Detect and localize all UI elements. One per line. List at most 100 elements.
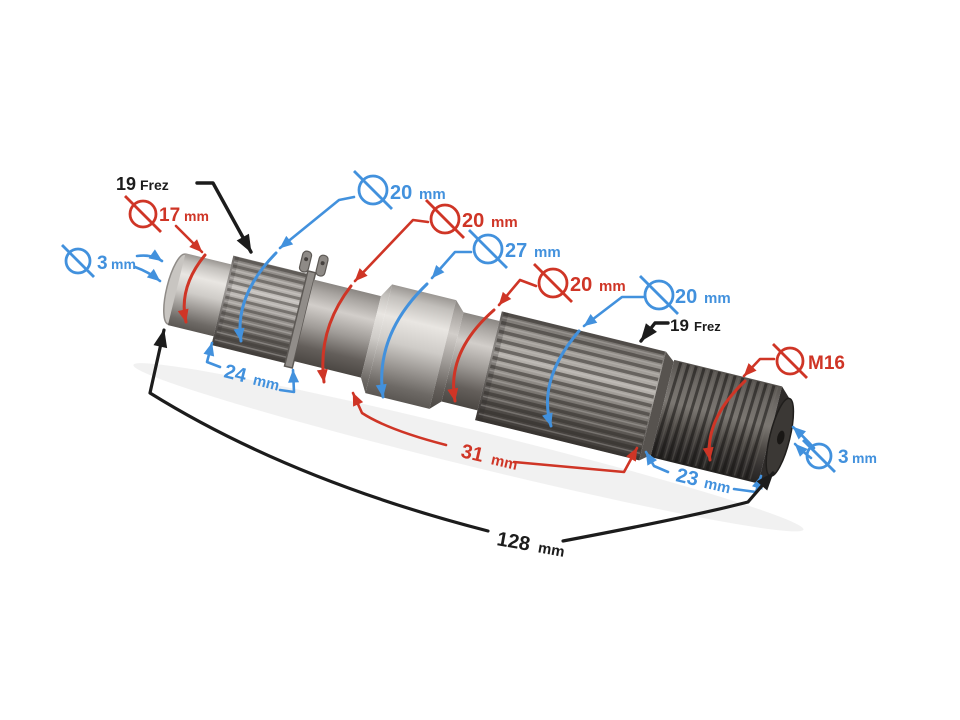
- dim-unit: mm: [184, 208, 209, 224]
- diameter-arc: [316, 284, 353, 384]
- dim-value: 23: [674, 464, 701, 490]
- dim-line-right: [512, 446, 639, 474]
- diameter-arc: [375, 282, 429, 399]
- dim-unit: mm: [537, 539, 566, 560]
- diameter-icon: [357, 174, 389, 206]
- leader-line: [497, 278, 538, 307]
- shaft-shadow: [133, 363, 804, 532]
- leader-line: [174, 224, 204, 254]
- dim-dia27: 27 mm: [375, 229, 561, 399]
- dim-unit: mm: [534, 244, 561, 261]
- dim-value: 17: [159, 205, 180, 226]
- spline-teeth-shading: [213, 256, 309, 363]
- dim-value: 128: [495, 528, 532, 555]
- leader-line: [793, 442, 813, 460]
- leader-line: [353, 218, 430, 283]
- dim-bracket-left: [644, 450, 670, 474]
- section-thread-m16: [650, 359, 795, 484]
- dim-unit: mm: [251, 372, 281, 395]
- leader-line: [582, 295, 646, 328]
- diameter-icon-slash: [425, 199, 465, 239]
- dim-len23: 23 mm: [644, 450, 763, 498]
- diameter-icon: [128, 199, 158, 229]
- dim-value: 20: [462, 210, 484, 232]
- dim-value: 20: [390, 182, 412, 204]
- section-shaft-20-right: [441, 312, 500, 411]
- dim-m16: M16: [702, 343, 845, 462]
- diameter-arc: [702, 379, 747, 462]
- dim-line-left: [148, 328, 490, 533]
- diameter-arc: [542, 329, 581, 428]
- leader-line: [742, 357, 776, 378]
- diameter-icon: [429, 203, 461, 235]
- dim-value: 20: [570, 274, 592, 296]
- diameter-icon-slash: [124, 195, 162, 233]
- dim-len24: 24 mm: [203, 341, 300, 395]
- dim-value: M16: [808, 353, 845, 374]
- diameter-arc: [177, 253, 207, 324]
- dim-value: 19: [670, 316, 689, 335]
- diameter-icon: [775, 346, 805, 376]
- diameter-icon-slash: [353, 170, 393, 210]
- spline-teeth-highlight: [478, 316, 664, 455]
- dim-unit: Frez: [694, 319, 721, 334]
- dim-line-right: [561, 471, 775, 543]
- center-hole: [776, 430, 785, 445]
- circlip: [283, 250, 329, 369]
- dim-value: 19: [116, 174, 136, 194]
- diameter-icon: [643, 279, 675, 311]
- dim-frez-right: 19 Frez: [639, 316, 721, 343]
- dim-value: 31: [459, 440, 486, 466]
- diameter-icon: [537, 267, 569, 299]
- diameter-icon: [472, 233, 504, 265]
- dim-unit: mm: [702, 475, 732, 498]
- dim-dia20-spline-right: 20 mm: [542, 275, 731, 428]
- diameter-arc: [447, 308, 496, 403]
- leader-line: [430, 250, 473, 280]
- dim-unit: Frez: [140, 177, 169, 193]
- leader-line: [791, 425, 816, 450]
- diameter-icon-slash: [639, 275, 679, 315]
- dim-value: 3: [838, 447, 849, 468]
- section-shaft-20-left: [293, 279, 381, 378]
- leader-line: [278, 195, 356, 250]
- diameter-icon-slash: [468, 229, 508, 269]
- dim-dia3-right: 3 mm: [791, 425, 877, 473]
- dim-dia17: 17 mm: [124, 195, 209, 324]
- thread-ridges-dark: [651, 362, 776, 480]
- spline-teeth-highlight: [214, 261, 307, 359]
- leader-line: [639, 321, 670, 343]
- dim-unit: mm: [704, 290, 731, 307]
- dim-dia3-left: 3 mm: [61, 244, 164, 283]
- dim-unit: mm: [419, 186, 446, 203]
- diameter-icon-slash: [772, 343, 808, 379]
- dim-value: 3: [97, 253, 108, 274]
- diameter-icon-slash: [61, 244, 95, 278]
- dim-unit: mm: [111, 256, 136, 272]
- dim-len31: 31 mm: [351, 391, 639, 474]
- dim-bracket-right: [278, 368, 300, 394]
- dim-dia20-shaft-right: 20 mm: [447, 263, 626, 403]
- dim-dia20-spline-left: 20 mm: [233, 170, 446, 343]
- shaft-drawing: [133, 250, 804, 532]
- diameter-arc: [233, 251, 278, 343]
- leader-line: [133, 265, 162, 283]
- dim-dia20-shaft-left: 20 mm: [316, 199, 518, 384]
- dim-value: 27: [505, 240, 527, 262]
- spline-teeth-shading: [477, 312, 665, 460]
- diameter-icon: [64, 247, 92, 275]
- dim-line-left: [351, 391, 448, 447]
- dim-unit: mm: [491, 214, 518, 231]
- diameter-icon-slash: [533, 263, 573, 303]
- dim-unit: mm: [489, 451, 519, 474]
- section-collar-27: [360, 284, 464, 409]
- dim-value: 20: [675, 286, 697, 308]
- dim-unit: mm: [599, 278, 626, 295]
- thread-ridges-light: [655, 364, 779, 480]
- dim-frez-left: 19 Frez: [116, 174, 253, 254]
- leader-line: [135, 249, 164, 263]
- dim-unit: mm: [852, 450, 877, 466]
- leader-line: [195, 181, 253, 254]
- dim-bracket-left: [203, 341, 222, 369]
